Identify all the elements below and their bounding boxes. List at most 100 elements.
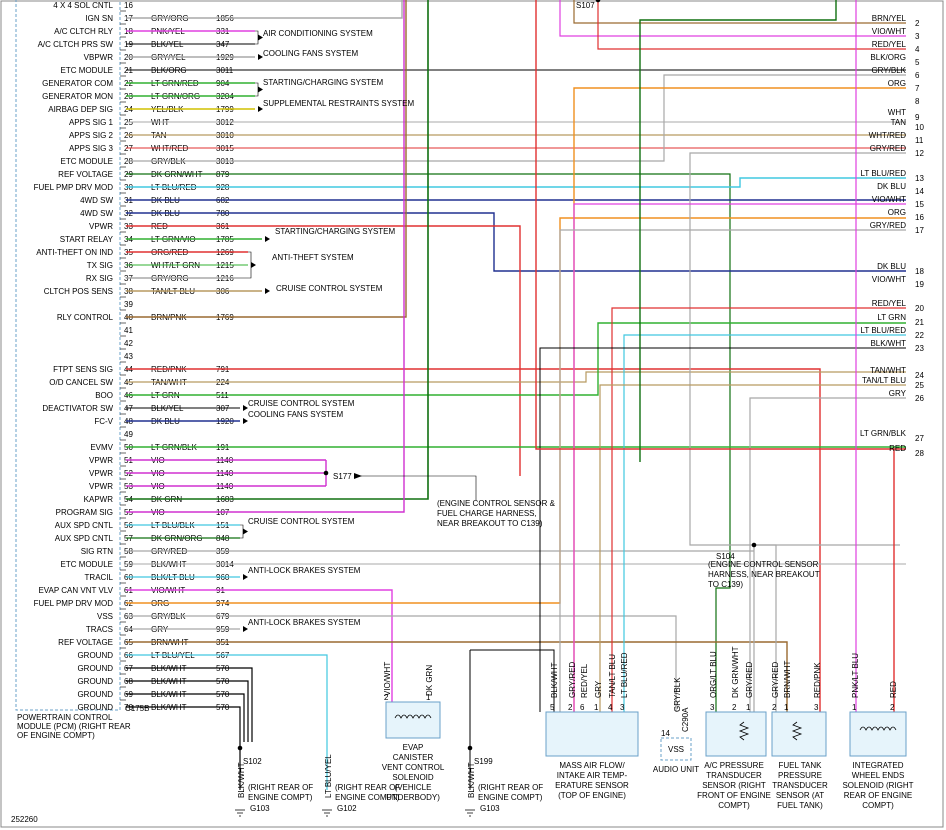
right-wire-num: 6 bbox=[915, 71, 920, 80]
evap-wire-1: VIO/WHT bbox=[383, 662, 392, 696]
ground-symbol bbox=[235, 809, 245, 817]
right-wire-label: VIO/WHT bbox=[872, 275, 906, 284]
pin-name: FUEL PMP DRV MOD bbox=[34, 183, 114, 192]
maf-pin: 3 bbox=[620, 703, 625, 712]
right-wire-num: 19 bbox=[915, 280, 924, 289]
evap-wire-2: DK GRN bbox=[425, 665, 434, 696]
right-wire-num: 11 bbox=[915, 136, 924, 145]
right-wire-num: 22 bbox=[915, 331, 924, 340]
right-wire-label: WHT bbox=[888, 108, 906, 117]
pin-name: REF VOLTAGE bbox=[58, 170, 113, 179]
wire-ground-68 bbox=[126, 680, 249, 742]
pin-name: GROUND bbox=[77, 677, 113, 686]
maf-pin: 2 bbox=[568, 703, 573, 712]
right-wire-num: 25 bbox=[915, 381, 924, 390]
pin-name: VBPWR bbox=[84, 53, 114, 62]
system-arrow bbox=[258, 86, 263, 93]
system-charging2: STARTING/CHARGING SYSTEM bbox=[275, 227, 395, 236]
iwe-solenoid-box bbox=[849, 711, 907, 757]
pin-name: VPWR bbox=[89, 222, 113, 231]
audio-connector: C290A bbox=[681, 707, 690, 732]
system-arrow bbox=[243, 626, 248, 632]
pin-name: GROUND bbox=[77, 664, 113, 673]
right-wire-label: BLK/ORG bbox=[870, 53, 906, 62]
pin-name: KAPWR bbox=[84, 495, 114, 504]
wire-4wd-780 bbox=[126, 212, 906, 272]
maf-wire: BLK/WHT bbox=[550, 662, 559, 698]
system-arrow bbox=[243, 418, 248, 424]
splice-dot bbox=[323, 470, 329, 476]
pin-name: AUX SPD CNTL bbox=[55, 521, 114, 530]
maf-sensor-box bbox=[545, 711, 639, 757]
maf-pin: 6 bbox=[580, 703, 585, 712]
system-arrow bbox=[265, 288, 270, 294]
right-wire-num: 14 bbox=[915, 187, 924, 196]
right-wire-label: GRY bbox=[889, 389, 907, 398]
system-cruise2: CRUISE CONTROL SYSTEM bbox=[248, 399, 355, 408]
system-charging1: STARTING/CHARGING SYSTEM bbox=[263, 78, 383, 87]
pin-name: IGN SN bbox=[85, 14, 113, 23]
ground-wire: LT BLU/YEL bbox=[324, 754, 333, 798]
wire-r12 bbox=[689, 152, 906, 546]
pin-name: FUEL PMP DRV MOD bbox=[34, 599, 114, 608]
system-srs: SUPPLEMENTAL RESTRAINTS SYSTEM bbox=[263, 99, 414, 108]
right-wire-num: 21 bbox=[915, 318, 924, 327]
system-antitheft: ANTI-THEFT SYSTEM bbox=[272, 253, 354, 262]
pin-number: 16 bbox=[124, 1, 133, 10]
system-arrow bbox=[258, 34, 263, 41]
wire-r23 bbox=[539, 347, 906, 712]
ftpt-wire: BRN/WHT bbox=[783, 661, 792, 698]
right-wire-num: 17 bbox=[915, 226, 924, 235]
wire-maf-blk bbox=[470, 649, 555, 712]
wire-ftpt-sens bbox=[126, 368, 821, 712]
pin-name: 4WD SW bbox=[80, 209, 113, 218]
right-wire-label: TAN/WHT bbox=[870, 366, 906, 375]
pin-name: PROGRAM SIG bbox=[56, 508, 113, 517]
pin-name: VPWR bbox=[89, 469, 113, 478]
wire-ref-voltage bbox=[126, 173, 731, 712]
right-wire-label: VIO/WHT bbox=[872, 195, 906, 204]
pin-number: 39 bbox=[124, 300, 133, 309]
maf-pin: 1 bbox=[594, 703, 599, 712]
right-wire-num: 13 bbox=[915, 174, 924, 183]
pin-name: O/D CANCEL SW bbox=[49, 378, 113, 387]
system-cool1: COOLING FANS SYSTEM bbox=[263, 49, 358, 58]
wire-rly-control bbox=[126, 0, 407, 318]
system-abs2: ANTI-LOCK BRAKES SYSTEM bbox=[248, 618, 361, 627]
pin-name: EVAP CAN VNT VLV bbox=[38, 586, 113, 595]
bracket bbox=[240, 524, 244, 539]
pcm-box bbox=[15, 0, 121, 711]
wire-boo bbox=[126, 322, 906, 396]
pin-name: DEACTIVATOR SW bbox=[42, 404, 113, 413]
maf-pin: 4 bbox=[608, 703, 613, 712]
system-ac: AIR CONDITIONING SYSTEM bbox=[263, 29, 373, 38]
splice-s102: S102 bbox=[243, 757, 262, 766]
acpt-wire: GRY/RED bbox=[745, 661, 754, 698]
pin-name: ETC MODULE bbox=[61, 560, 113, 569]
pin-name: 4WD SW bbox=[80, 196, 113, 205]
pin-name: A/C CLTCH RLY bbox=[54, 27, 113, 36]
right-wire-num: 9 bbox=[915, 113, 920, 122]
wire-od-cancel bbox=[126, 371, 906, 383]
right-wire-label: TAN bbox=[891, 118, 907, 127]
pin-name: REF VOLTAGE bbox=[58, 638, 113, 647]
pin-name: ETC MODULE bbox=[61, 66, 113, 75]
right-wire-labels: BRN/YEL2VIO/WHT3RED/YEL4BLK/ORG5GRY/BLK6… bbox=[860, 14, 924, 458]
right-wire-num: 15 bbox=[915, 200, 924, 209]
audio-wire: GRY/BLK bbox=[673, 677, 682, 712]
wire-ground-70 bbox=[126, 706, 241, 790]
wire-etc-gry-blk bbox=[126, 74, 906, 162]
pin-name: ANTI-THEFT ON IND bbox=[36, 248, 113, 257]
system-arrow bbox=[243, 405, 248, 411]
acpt-wire: DK GRN/WHT bbox=[731, 646, 740, 698]
wire-vss bbox=[126, 615, 677, 712]
ground-id: G102 bbox=[337, 804, 357, 813]
right-wire-num: 2 bbox=[915, 19, 920, 28]
resistor-symbol bbox=[791, 721, 803, 741]
splice-dot bbox=[595, 0, 601, 3]
wire-ref-voltage-brn bbox=[126, 641, 788, 712]
